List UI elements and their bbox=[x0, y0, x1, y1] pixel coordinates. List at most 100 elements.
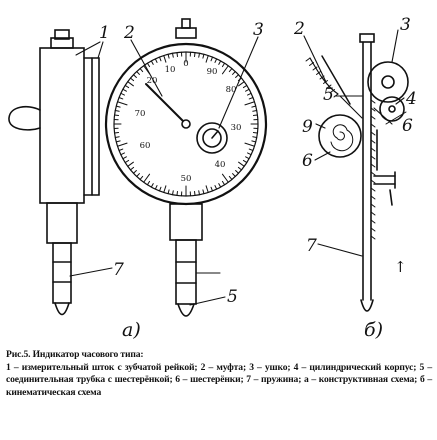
callout-b-7: 7 bbox=[306, 236, 317, 256]
dial-front-view bbox=[104, 18, 268, 317]
rack-tooth bbox=[370, 235, 376, 240]
dial-stem bbox=[175, 239, 197, 305]
dial-tick bbox=[150, 60, 154, 65]
dial-top-cap bbox=[175, 27, 197, 39]
dial-tick bbox=[167, 189, 170, 195]
rack-tooth bbox=[370, 171, 376, 176]
dial-num-10: 10 bbox=[165, 65, 176, 75]
rack-tooth bbox=[370, 163, 376, 168]
gear-small bbox=[379, 96, 405, 122]
dial-tick bbox=[214, 185, 218, 190]
gear-large bbox=[367, 61, 409, 103]
dial-numbers: 20 10 0 90 80 70 60 50 40 30 bbox=[135, 59, 242, 184]
dial-num-20: 20 bbox=[147, 76, 158, 86]
dial-tick bbox=[122, 156, 127, 160]
dial-num-50: 50 bbox=[181, 174, 192, 184]
dial-tick bbox=[247, 92, 252, 96]
dial-tick bbox=[235, 74, 239, 78]
dial-tick bbox=[130, 77, 135, 82]
dial-tick bbox=[205, 185, 209, 193]
dial-tick bbox=[139, 68, 144, 73]
dial-tick bbox=[176, 52, 178, 58]
side-top-knob bbox=[54, 29, 70, 40]
rack-teeth bbox=[370, 99, 376, 240]
dial-tick bbox=[133, 170, 137, 174]
dial-tick bbox=[163, 55, 167, 63]
dial-tick bbox=[235, 170, 239, 174]
dial-tick bbox=[150, 183, 154, 188]
dial-tick bbox=[248, 96, 254, 100]
side-body bbox=[39, 47, 85, 204]
dial-tick bbox=[252, 136, 258, 138]
dial-tick bbox=[205, 55, 209, 63]
indicator-figure: 20 10 0 90 80 70 60 50 40 30 1 2 3 7 5 2… bbox=[8, 15, 417, 341]
panel-labels: а) б) bbox=[122, 319, 383, 341]
dial-tick bbox=[242, 159, 248, 164]
dial-tick bbox=[117, 101, 128, 106]
callout-a-2: 2 bbox=[123, 23, 135, 43]
turn-counter-dial bbox=[196, 122, 228, 154]
dial-tick bbox=[202, 53, 205, 59]
dial-tick bbox=[167, 53, 170, 59]
dial-tick bbox=[247, 152, 252, 156]
rack-tooth bbox=[370, 203, 376, 208]
dial-tick bbox=[158, 186, 162, 192]
dial-tick bbox=[242, 84, 248, 89]
dial-tick bbox=[251, 105, 257, 108]
dial-tick bbox=[202, 189, 205, 195]
dial-tick bbox=[158, 56, 162, 62]
callout-a-7: 7 bbox=[113, 260, 124, 280]
scale-tick bbox=[326, 84, 332, 89]
dial-tick bbox=[214, 58, 218, 63]
dial-tick bbox=[221, 62, 226, 68]
rack-tooth bbox=[370, 211, 376, 216]
dial-tick bbox=[146, 62, 151, 68]
dial-tick bbox=[237, 166, 242, 171]
dial-tick bbox=[139, 175, 144, 180]
dial-tick bbox=[172, 190, 174, 196]
dial-sleeve bbox=[169, 203, 203, 241]
dial-tick bbox=[114, 132, 120, 134]
caption-body: 1 – измерительный шток с зубчатой рейкой… bbox=[6, 361, 432, 398]
dial-tick bbox=[248, 148, 254, 152]
caption-title: Рис.5. Индикатор часового типа: bbox=[6, 349, 144, 360]
dial-tick bbox=[251, 140, 257, 143]
dial-tick bbox=[252, 114, 258, 116]
dial-num-90: 90 bbox=[207, 67, 218, 77]
scale-tick bbox=[312, 66, 318, 71]
dial-tick bbox=[136, 71, 140, 75]
dial-tick bbox=[114, 114, 120, 116]
dial-tick bbox=[228, 68, 233, 73]
dial-tick bbox=[127, 161, 134, 167]
callouts: 1 2 3 7 5 2 3 4 5 6 9 6 7 ↑ bbox=[99, 15, 417, 307]
dial-tick bbox=[154, 185, 158, 190]
rod-top-cap bbox=[359, 33, 375, 43]
dial-tick bbox=[244, 142, 255, 147]
side-ear bbox=[8, 105, 41, 131]
dial-tick bbox=[118, 96, 124, 100]
dial-num-80: 80 bbox=[226, 85, 237, 95]
dial-tick bbox=[238, 81, 245, 87]
dial-tick bbox=[120, 92, 125, 96]
dial-tick bbox=[122, 88, 127, 92]
leaders-a bbox=[69, 36, 259, 306]
leaders-b bbox=[303, 29, 405, 257]
callout-b-6b: 6 bbox=[302, 151, 313, 171]
dial-num-40: 40 bbox=[215, 160, 226, 170]
rack-tooth bbox=[370, 179, 376, 184]
dial-tick bbox=[114, 136, 120, 138]
callout-a-1: 1 bbox=[99, 23, 110, 43]
dial-tick bbox=[221, 173, 229, 183]
dial-tick bbox=[143, 173, 151, 183]
side-stem bbox=[52, 242, 72, 304]
rack-tooth bbox=[370, 187, 376, 192]
rod-tip bbox=[360, 299, 374, 312]
dial-num-0: 0 bbox=[183, 59, 188, 69]
callout-a-3: 3 bbox=[253, 20, 264, 40]
dial-num-70: 70 bbox=[135, 109, 146, 119]
rack-tooth bbox=[370, 115, 376, 120]
dial-tick bbox=[198, 190, 200, 196]
dial-tick bbox=[252, 132, 258, 134]
rack-tooth bbox=[370, 147, 376, 152]
panel-label-a: а) bbox=[122, 319, 141, 341]
